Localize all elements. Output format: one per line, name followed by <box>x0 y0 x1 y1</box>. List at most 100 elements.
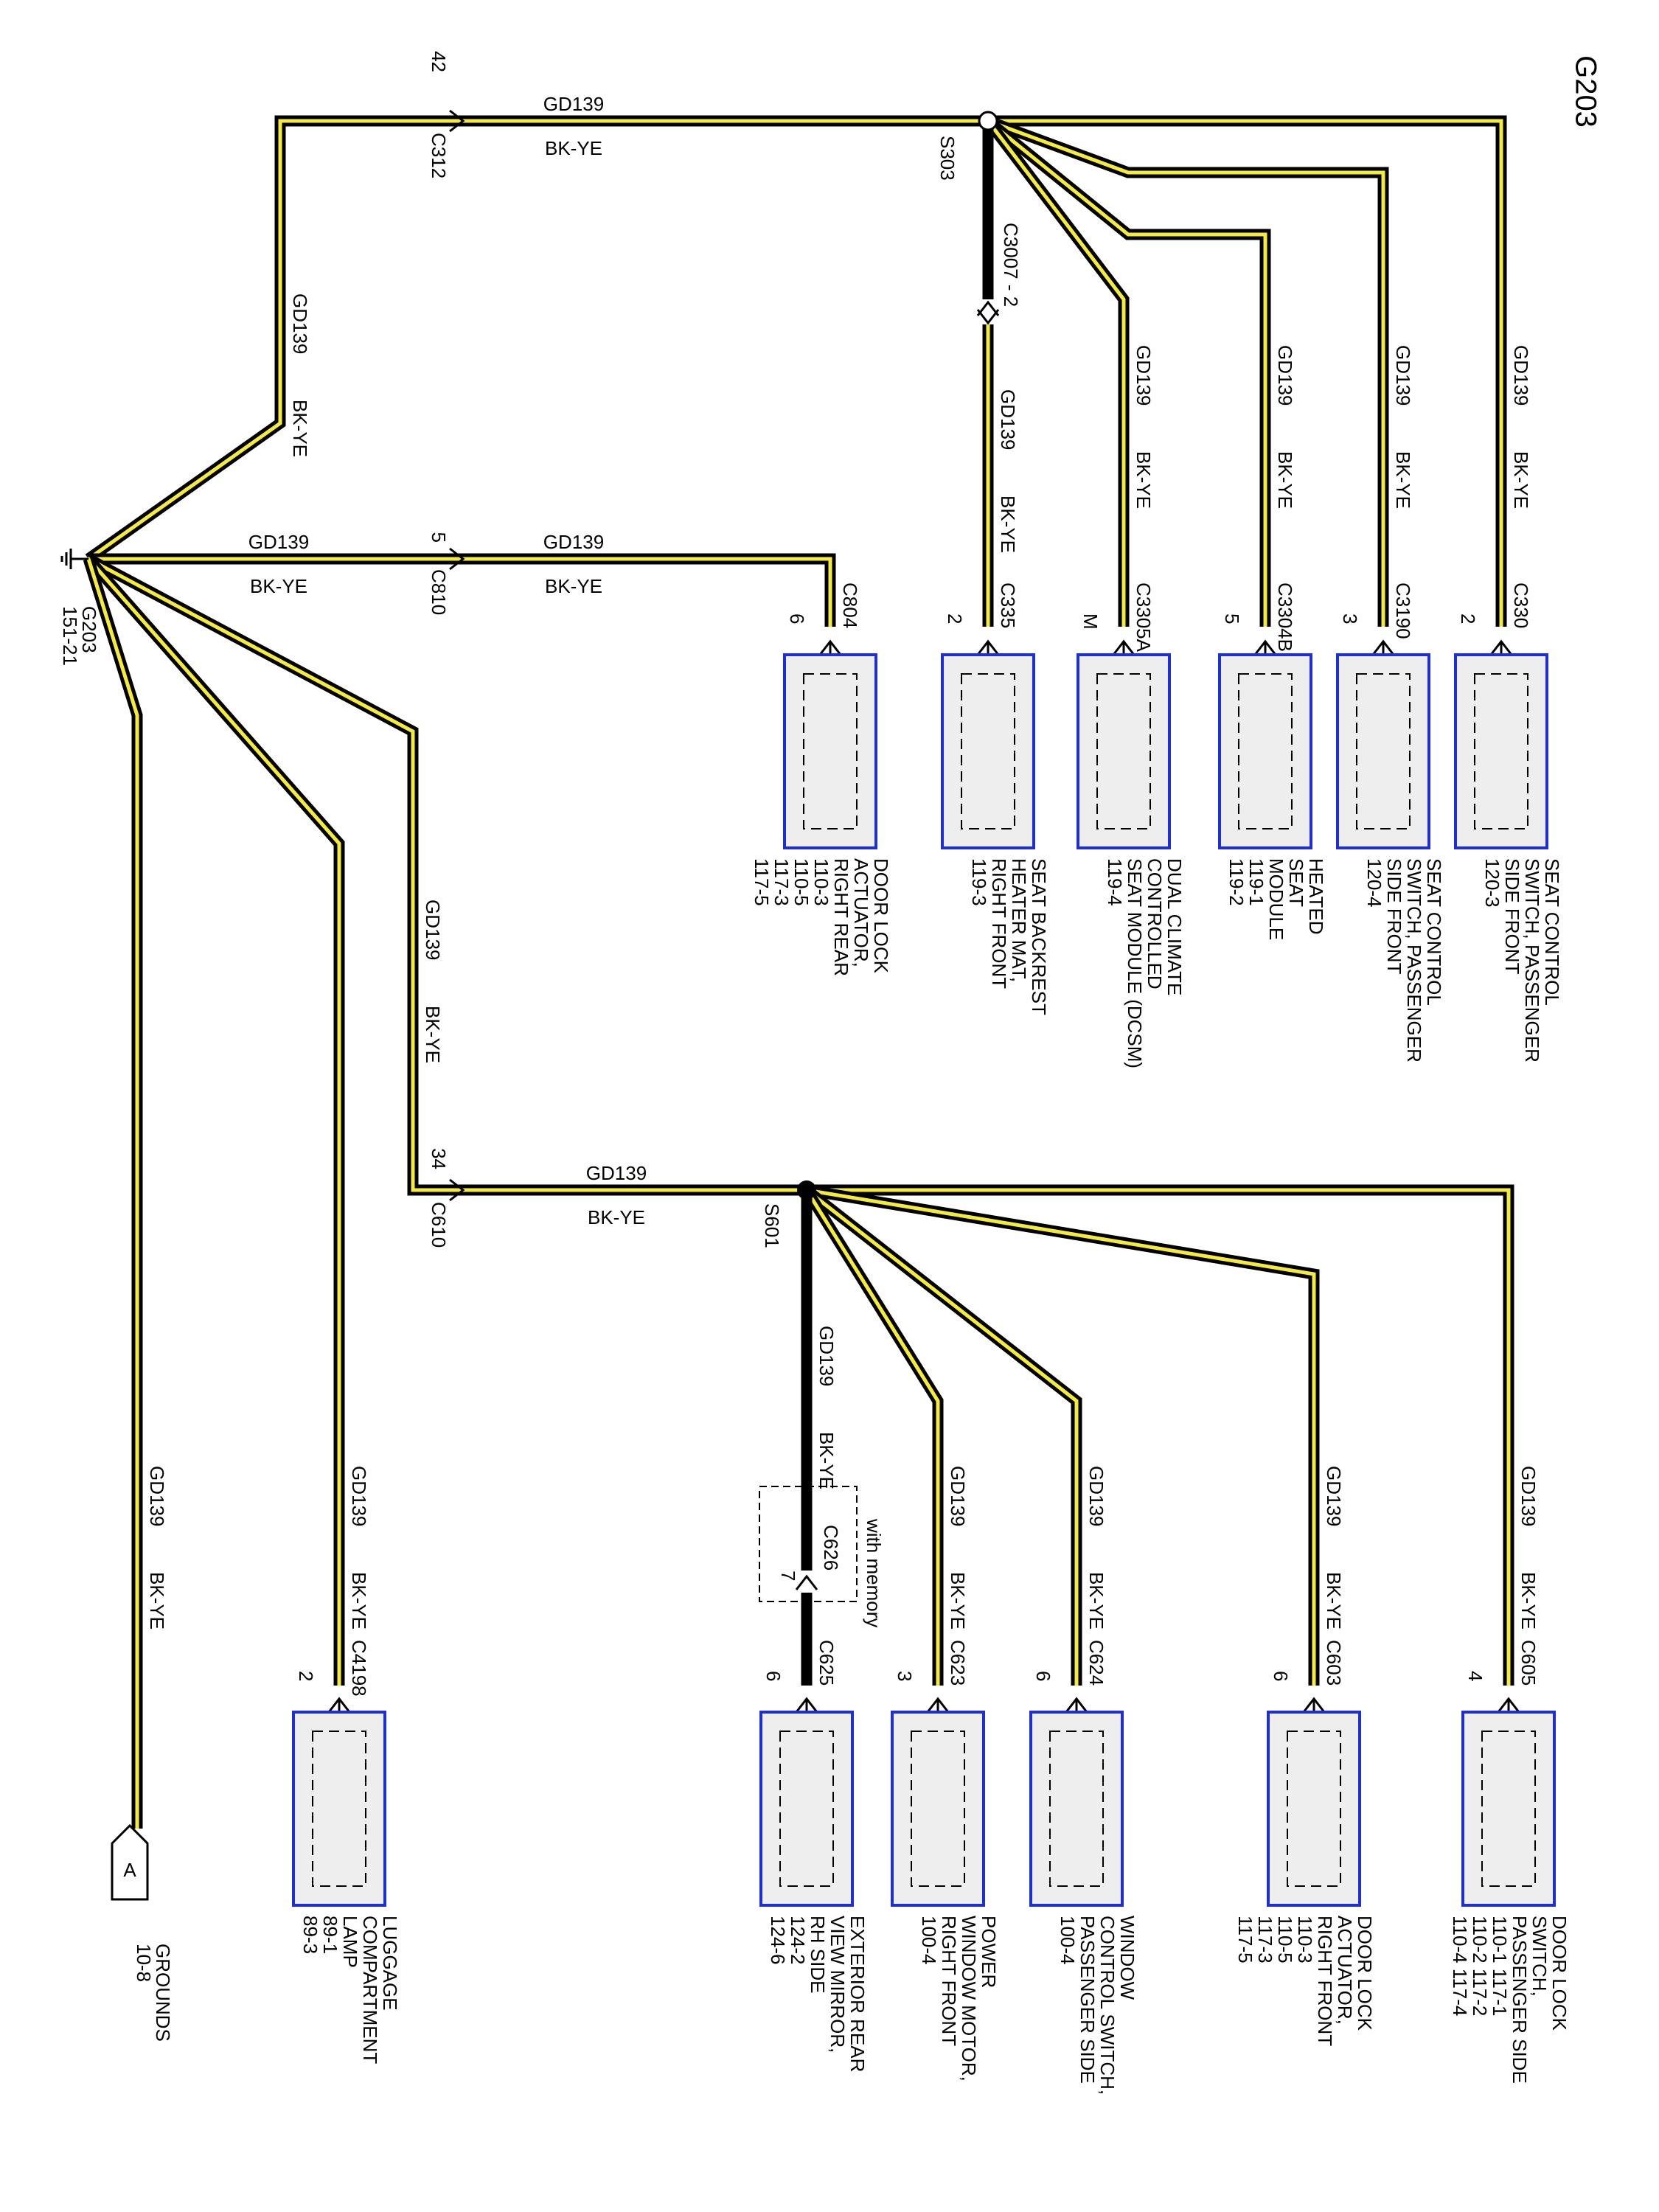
component-c3304b-line-4: 119-2 <box>1225 858 1248 906</box>
component-c3190-line-2: SIDE FRONT <box>1383 858 1405 975</box>
wire-to-c603 <box>806 1188 1316 1686</box>
trunk-top-horizontal-color: BK-YE <box>545 137 602 159</box>
pin-number-c624: 6 <box>1032 1671 1054 1681</box>
component-c3304b-line-2: MODULE <box>1265 858 1287 940</box>
component-c3305a-line-2: SEAT MODULE (DCSM) <box>1124 858 1146 1068</box>
branch-c3304b-circuit: GD139 <box>1274 345 1296 406</box>
component-c624 <box>1029 1711 1124 1907</box>
branch-c3304b-color: BK-YE <box>1274 451 1296 509</box>
trunk-mid-right-circuit: GD139 <box>543 531 604 553</box>
connector-c4198: C4198 <box>348 1640 370 1697</box>
c610-pin: 34 <box>428 1148 450 1169</box>
branch-c3190-color: BK-YE <box>1392 451 1414 509</box>
component-c804-line-2: RIGHT REAR <box>830 858 852 976</box>
branch-c3305a-color: BK-YE <box>1133 451 1155 509</box>
branch-c3305a-circuit: GD139 <box>1133 345 1155 406</box>
component-c4198-line-1: COMPARTMENT <box>359 1916 381 2064</box>
branch-c605-color: BK-YE <box>1517 1572 1540 1630</box>
pin-number-c3190: 3 <box>1339 613 1361 624</box>
component-c603-line-4: 110-5 <box>1274 1916 1296 1964</box>
component-c605-line-5: 110-4 117-4 <box>1449 1916 1471 2016</box>
component-c603-line-5: 117-3 <box>1254 1916 1276 1964</box>
grounds-ref-title: GROUNDS <box>152 1944 174 2042</box>
wire-to-c4198-outer <box>84 555 345 1686</box>
component-c3305a-inner <box>1096 673 1151 830</box>
component-c335-line-0: SEAT BACKREST <box>1028 858 1050 1015</box>
markers-layer <box>60 109 1520 1901</box>
branch-c603-circuit: GD139 <box>1323 1466 1345 1526</box>
components-layer <box>292 653 1556 1907</box>
trunk-mid-left-circuit: GD139 <box>248 531 309 553</box>
trunk-mid-right-color: BK-YE <box>545 575 602 597</box>
c810-label: C810 <box>428 569 450 615</box>
trunk-mid-wire <box>88 557 832 627</box>
c312-pin: 42 <box>428 51 450 72</box>
c626-pin: 7 <box>777 1571 799 1581</box>
component-c623 <box>891 1711 985 1907</box>
component-c623-line-2: RIGHT FRONT <box>938 1916 960 2046</box>
trunk-top-wire <box>87 119 988 561</box>
branch-c603-color: BK-YE <box>1323 1572 1345 1630</box>
trunk-top-horizontal-circuit: GD139 <box>543 93 604 115</box>
branch-c624-color: BK-YE <box>1085 1572 1107 1630</box>
wire-to-c3305a <box>987 119 1126 627</box>
component-c624-inner <box>1049 1731 1104 1887</box>
component-c625 <box>759 1711 854 1907</box>
splice-s601-dot <box>797 1180 816 1200</box>
wires-layer <box>83 115 1514 1829</box>
branch-c624-circuit: GD139 <box>1085 1466 1107 1526</box>
component-c603-line-6: 117-5 <box>1234 1916 1256 1964</box>
c312-label: C312 <box>428 133 450 178</box>
c626-symbol <box>795 1574 818 1590</box>
component-c330-line-3: 120-3 <box>1481 858 1503 908</box>
component-c625-inner <box>779 1731 834 1887</box>
ground-ref: 151-21 <box>59 606 81 666</box>
c810-symbol <box>449 547 465 571</box>
trunk-low-vertical-color: BK-YE <box>422 1006 444 1063</box>
component-c3304b-line-0: HEATED <box>1305 858 1327 935</box>
component-c624-line-1: CONTROL SWITCH, <box>1096 1916 1119 2095</box>
component-c330-line-2: SIDE FRONT <box>1501 858 1523 975</box>
component-c623-line-3: 100-4 <box>918 1916 940 1965</box>
branch-c626-circuit: GD139 <box>815 1326 838 1386</box>
component-c603-line-3: 110-3 <box>1294 1916 1316 1964</box>
c626-label: C626 <box>820 1525 842 1571</box>
c3007-label: C3007 - 2 <box>1000 223 1022 307</box>
component-c4198-line-4: 89-3 <box>299 1916 321 1954</box>
component-c3305a-line-1: CONTROLLED <box>1144 858 1166 990</box>
c610-label: C610 <box>428 1202 450 1248</box>
component-c335-line-3: 119-3 <box>968 858 990 906</box>
component-c3305a <box>1077 653 1171 849</box>
component-c624-line-2: PASSENGER SIDE <box>1077 1916 1099 2084</box>
component-c605-line-2: PASSENGER SIDE <box>1509 1916 1531 2084</box>
wire-to-c605 <box>807 1188 1511 1686</box>
branch-grounds-color: BK-YE <box>146 1572 168 1630</box>
component-c804-line-4: 110-5 <box>790 858 813 906</box>
splice-s303-dot <box>978 111 998 131</box>
trunk-low-wire <box>87 557 807 1192</box>
connector-c335: C335 <box>997 582 1019 628</box>
component-c3304b-line-3: 119-1 <box>1245 858 1267 906</box>
connector-c330: C330 <box>1510 582 1532 628</box>
component-c603-line-2: RIGHT FRONT <box>1314 1916 1336 2046</box>
component-c605-line-3: 110-1 117-1 <box>1489 1916 1511 2016</box>
splice-s303: S303 <box>936 136 959 181</box>
connector-c625: C625 <box>815 1640 838 1686</box>
trunk-top-vertical-color: BK-YE <box>289 400 311 457</box>
pin-number-c605: 4 <box>1464 1671 1486 1681</box>
c312-symbol <box>449 109 465 133</box>
component-c625-line-0: EXTERIOR REAR <box>846 1916 869 2072</box>
component-c3304b-line-1: SEAT <box>1285 858 1307 907</box>
component-c330 <box>1454 653 1548 849</box>
branch-c4198-color: BK-YE <box>348 1572 370 1630</box>
wire-to-c3304b <box>987 119 1267 627</box>
component-c3305a-line-0: DUAL CLIMATE <box>1164 858 1186 995</box>
splice-s601: S601 <box>761 1203 783 1248</box>
c626-note: with memory <box>863 1518 885 1627</box>
component-c4198 <box>292 1711 386 1907</box>
connector-c624: C624 <box>1085 1640 1107 1686</box>
component-c3190 <box>1336 653 1430 849</box>
branch-c623-color: BK-YE <box>947 1572 969 1630</box>
component-c804-inner <box>803 673 858 830</box>
wire-to-c3190 <box>987 119 1385 627</box>
